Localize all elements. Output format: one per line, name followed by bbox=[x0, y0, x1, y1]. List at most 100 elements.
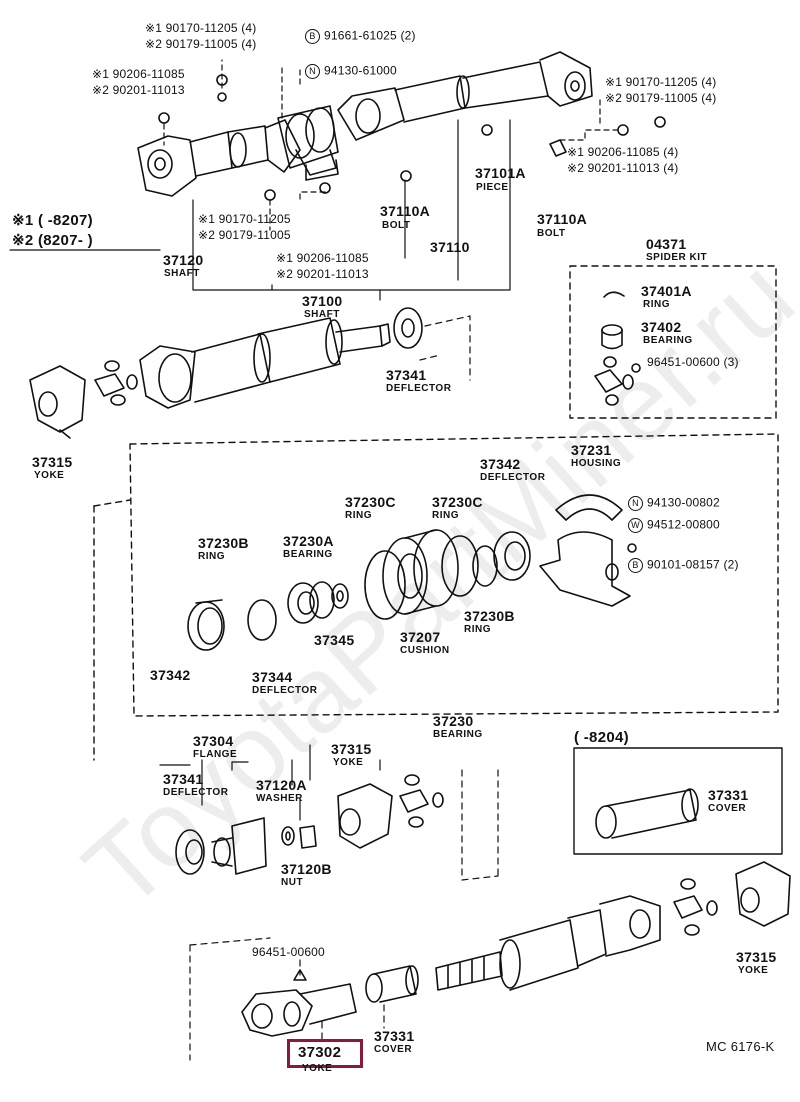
part-37100-name: SHAFT bbox=[304, 309, 340, 320]
bolt-r1-label: ※1 90170-11205 (4) bbox=[605, 75, 717, 89]
part-37342-a: 37342 bbox=[480, 456, 521, 472]
n-part-2: 94130-00802 bbox=[647, 495, 720, 510]
part-37230: 37230 bbox=[433, 713, 474, 729]
part-37230c-b: 37230C bbox=[432, 494, 483, 510]
part-37230-name: BEARING bbox=[433, 729, 483, 740]
part-37230c-a-name: RING bbox=[345, 510, 372, 521]
spider-kit-parts bbox=[594, 291, 641, 406]
part-37101a-name: PIECE bbox=[476, 182, 509, 193]
part-37120-name: SHAFT bbox=[164, 268, 200, 279]
part-37331-a-name: COVER bbox=[708, 803, 747, 814]
part-37110a-1: 37110A bbox=[380, 203, 431, 219]
b-part-number: 91661-61025 (2) bbox=[324, 28, 416, 43]
part-37230b-2-name: RING bbox=[464, 624, 491, 635]
assembly-brackets bbox=[9, 119, 511, 301]
yoke-callout-box bbox=[461, 769, 499, 881]
part-37110a-2: 37110A bbox=[537, 211, 588, 227]
front-propeller-shaft bbox=[29, 307, 423, 439]
slip-yoke-shaft bbox=[241, 861, 791, 1037]
part-37331-b-name: COVER bbox=[374, 1044, 413, 1055]
mid-nut-b2: ※2 90201-11013 bbox=[276, 267, 369, 281]
part-37120: 37120 bbox=[163, 252, 204, 268]
part-37342-b: 37342 bbox=[150, 667, 191, 683]
rear-propeller-shaft-assembly bbox=[137, 51, 666, 201]
part-37402-name: BEARING bbox=[643, 335, 693, 346]
part-37230c-a: 37230C bbox=[345, 494, 396, 510]
part-37302-name: YOKE bbox=[302, 1063, 333, 1074]
part-37315-c-name: YOKE bbox=[738, 965, 769, 976]
part-37231: 37231 bbox=[571, 442, 612, 458]
part-04371-name: SPIDER KIT bbox=[646, 252, 708, 263]
nut-r1-label: ※1 90206-11085 (4) bbox=[567, 145, 679, 159]
part-37230b-2: 37230B bbox=[464, 608, 515, 624]
part-96451-b: 96451-00600 bbox=[252, 945, 325, 959]
figure-code: MC 6176-K bbox=[706, 1039, 775, 1054]
slip-yoke-box bbox=[189, 937, 385, 1061]
spider-kit-box bbox=[569, 265, 777, 419]
part-37402: 37402 bbox=[641, 319, 682, 335]
mid-bolt-a2: ※2 90179-11005 bbox=[198, 228, 291, 242]
part-37344: 37344 bbox=[252, 669, 293, 685]
part-37231-name: HOUSING bbox=[571, 458, 622, 469]
w-code-badge: W bbox=[628, 518, 643, 533]
b-code-2-badge: B bbox=[628, 558, 643, 573]
n-nut-label: N 94130-61000 bbox=[305, 64, 397, 79]
n-part-number: 94130-61000 bbox=[324, 63, 397, 78]
center-bearing-box bbox=[93, 433, 779, 761]
part-37401a: 37401A bbox=[641, 283, 692, 299]
n-nut-2-label: N 94130-00802 bbox=[628, 496, 720, 511]
part-37230c-b-name: RING bbox=[432, 510, 459, 521]
part-37315-b: 37315 bbox=[331, 741, 372, 757]
part-37341-a: 37341 bbox=[386, 367, 427, 383]
w-washer-label: W 94512-00800 bbox=[628, 518, 720, 533]
cover-note: ( -8204) bbox=[574, 729, 629, 746]
part-37110a-1-name: BOLT bbox=[382, 220, 411, 231]
part-04371: 04371 bbox=[646, 236, 687, 252]
bolt-r2-label: ※2 90179-11005 (4) bbox=[605, 91, 717, 105]
part-37345: 37345 bbox=[314, 632, 355, 648]
part-37120a: 37120A bbox=[256, 777, 307, 793]
part-37302: 37302 bbox=[298, 1044, 342, 1061]
part-37315-a-name: YOKE bbox=[34, 470, 65, 481]
bolt-a2-label: ※2 90179-11005 (4) bbox=[145, 37, 257, 51]
part-37230a-name: BEARING bbox=[283, 549, 333, 560]
n-code-2-badge: N bbox=[628, 496, 643, 511]
part-37100: 37100 bbox=[302, 293, 343, 309]
part-37110a-2-name: BOLT bbox=[537, 228, 566, 239]
part-37401a-name: RING bbox=[643, 299, 670, 310]
deflector-callout-box bbox=[419, 315, 471, 381]
part-37315-a: 37315 bbox=[32, 454, 73, 470]
highlight-box bbox=[287, 1039, 363, 1068]
bolt-a1-label: ※1 90170-11205 (4) bbox=[145, 21, 257, 35]
part-37342-a-name: DEFLECTOR bbox=[480, 472, 546, 483]
lower-brackets bbox=[159, 744, 381, 821]
mid-bolt-a1: ※1 90170-11205 bbox=[198, 212, 291, 226]
part-37344-name: DEFLECTOR bbox=[252, 685, 318, 696]
part-37331-b: 37331 bbox=[374, 1028, 415, 1044]
part-37207: 37207 bbox=[400, 629, 441, 645]
flange-assembly bbox=[175, 774, 444, 875]
part-37120b: 37120B bbox=[281, 861, 332, 877]
b-part-2: 90101-08157 (2) bbox=[647, 557, 739, 572]
part-37120a-name: WASHER bbox=[256, 793, 303, 804]
part-37341-a-name: DEFLECTOR bbox=[386, 383, 452, 394]
part-37110: 37110 bbox=[430, 239, 470, 255]
b-bolt-label: B 91661-61025 (2) bbox=[305, 29, 416, 44]
part-37230a: 37230A bbox=[283, 533, 334, 549]
w-part: 94512-00800 bbox=[647, 517, 720, 532]
part-96451-a: 96451-00600 (3) bbox=[647, 355, 739, 369]
part-37230b-1: 37230B bbox=[198, 535, 249, 551]
nut-b1-label: ※1 90206-11085 bbox=[92, 67, 185, 81]
part-37120b-name: NUT bbox=[281, 877, 304, 888]
part-37341-b: 37341 bbox=[163, 771, 204, 787]
top-leaders bbox=[163, 59, 621, 231]
b-code-badge: B bbox=[305, 29, 320, 44]
center-bearing-parts bbox=[187, 494, 637, 651]
n-code-badge: N bbox=[305, 64, 320, 79]
b-bolt-2-label: B 90101-08157 (2) bbox=[628, 558, 739, 573]
part-37207-name: CUSHION bbox=[400, 645, 450, 656]
cover-37331-variant bbox=[595, 788, 699, 839]
part-37304-name: FLANGE bbox=[193, 749, 238, 760]
note-1: ※1 ( -8207) bbox=[12, 212, 93, 229]
